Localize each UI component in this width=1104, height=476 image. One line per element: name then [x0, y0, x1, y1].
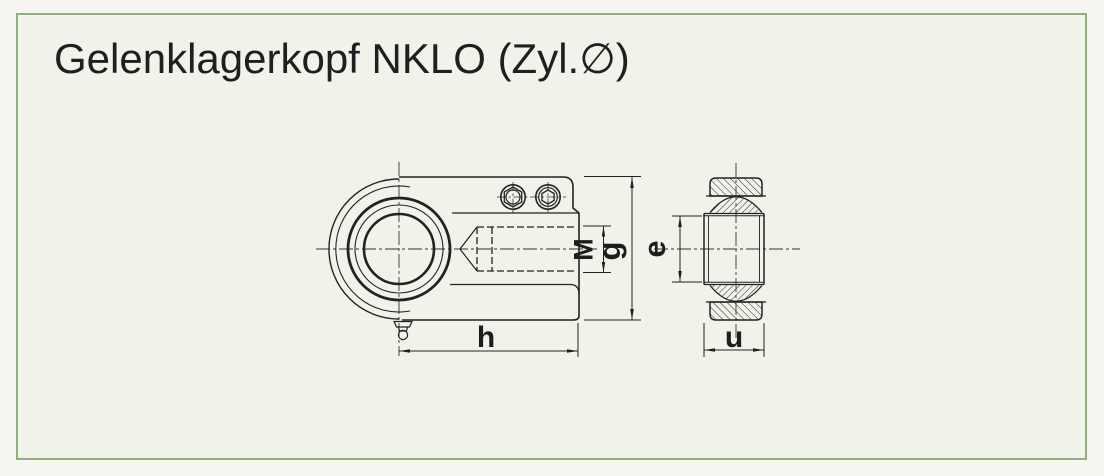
hex-head-screw-inner — [505, 189, 521, 205]
bore-band — [703, 213, 765, 285]
clamp-screws — [497, 182, 566, 213]
inner-ring-circle — [354, 204, 444, 294]
outer-ring-top-section — [709, 177, 763, 197]
dimension-label-u: u — [725, 321, 743, 354]
socket-screw-hex-socket — [541, 189, 555, 205]
drill-cone-lines — [459, 226, 478, 272]
grease-nipple — [393, 320, 413, 341]
socket-screw-inner — [538, 187, 558, 207]
page-border-frame — [16, 13, 1087, 460]
dimension-h: h — [399, 321, 579, 357]
bore-circle — [362, 212, 436, 286]
threaded-bore-hidden-lines — [476, 226, 577, 272]
front-view: g M h — [316, 162, 641, 357]
dimension-label-e: e — [637, 240, 672, 257]
outer-ring-circle — [346, 196, 452, 302]
dimension-M: M — [569, 225, 611, 273]
dimension-u: u — [703, 321, 765, 357]
housing-outer-arc — [328, 178, 400, 320]
housing-chamfer-arc — [335, 185, 411, 313]
dimension-label-h: h — [477, 321, 495, 354]
shank-bottom-face-line — [450, 283, 580, 295]
dimension-label-M: M — [569, 238, 599, 261]
sphere-top-curve — [709, 196, 763, 213]
sphere-bottom-curve — [709, 285, 763, 302]
page-title: Gelenklagerkopf NKLO (Zyl.∅) — [54, 35, 630, 82]
section-view: e u — [637, 163, 800, 357]
dimension-label-g: g — [592, 242, 627, 261]
hex-head-screw-outline — [499, 184, 526, 211]
hex-head-screw-hexagon — [503, 186, 523, 208]
outer-ring-bottom-section — [709, 301, 763, 321]
dimension-g: g — [584, 176, 641, 321]
body-outline — [399, 176, 580, 321]
dimension-e: e — [637, 215, 702, 283]
socket-screw-outline — [534, 184, 561, 211]
